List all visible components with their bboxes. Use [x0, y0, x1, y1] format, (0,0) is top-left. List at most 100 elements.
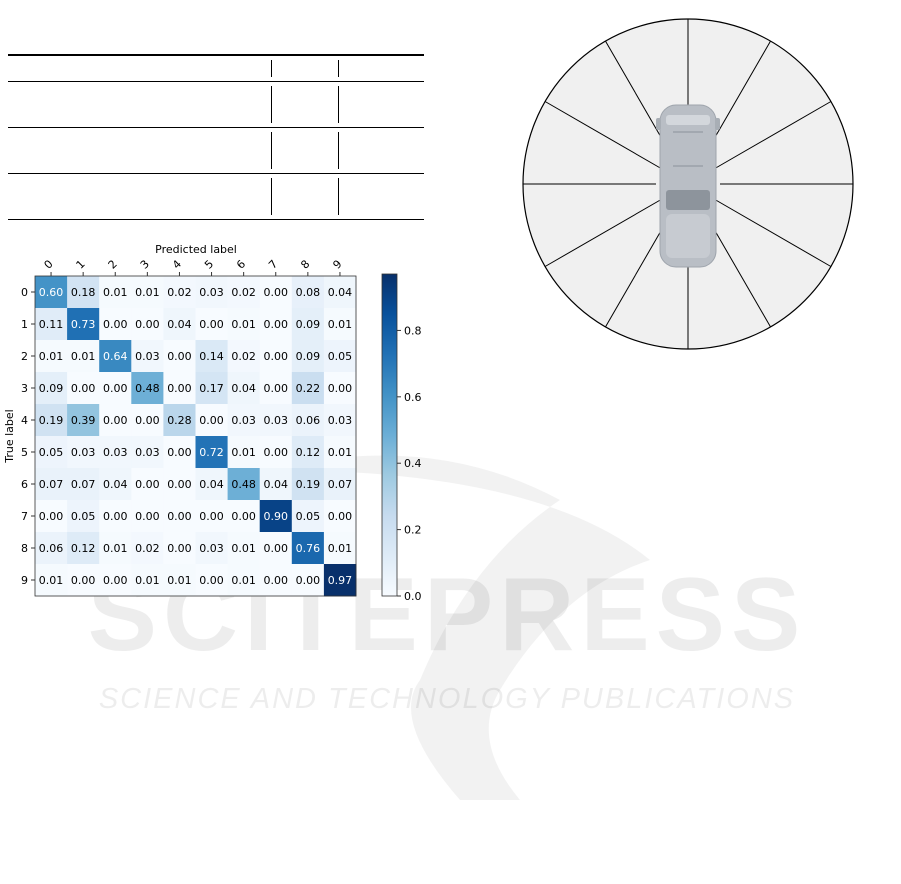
cm-cell-value: 0.05 [328, 350, 353, 363]
cm-xlabel: Predicted label [155, 243, 237, 256]
cm-cell-value: 0.00 [328, 510, 353, 523]
cm-ytick-label: 9 [21, 574, 28, 587]
cm-cell [291, 308, 325, 341]
cm-cell-value: 0.00 [167, 350, 192, 363]
cm-cell [227, 436, 261, 469]
wheel-sector-divider [715, 101, 832, 169]
cm-cell [195, 500, 228, 533]
cm-cell-value: 0.17 [199, 382, 224, 395]
cm-cell [323, 372, 357, 405]
cm-xtick-label: 4 [170, 257, 184, 271]
cm-cell [323, 532, 357, 565]
cm-cell [323, 308, 357, 341]
cm-cell-value: 0.05 [39, 446, 64, 459]
cm-cell [195, 308, 228, 341]
cm-cell-value: 0.00 [135, 414, 160, 427]
cm-ytick-label: 5 [21, 446, 28, 459]
cm-cell-value: 0.01 [71, 350, 96, 363]
cm-cell-value: 0.01 [231, 446, 256, 459]
cm-cell [35, 308, 68, 341]
cm-cell-value: 0.02 [231, 350, 256, 363]
cm-cell [291, 340, 325, 373]
cm-cell-value: 0.00 [103, 510, 128, 523]
cm-cell-value: 0.06 [296, 414, 321, 427]
cm-cell [131, 308, 164, 341]
cm-xtick-label: 0 [42, 257, 56, 271]
colorbar-tick-label: 0.0 [404, 590, 422, 603]
cm-cell-value: 0.12 [71, 542, 96, 555]
wheel-sector-divider [544, 101, 661, 169]
cm-cell [35, 372, 68, 405]
table-col-divider-1 [271, 60, 272, 77]
cm-xtick-label: 7 [266, 257, 280, 271]
cm-cell-value: 0.00 [296, 574, 321, 587]
cm-cell-value: 0.04 [167, 318, 192, 331]
cm-cell [99, 276, 132, 309]
cm-cell-value: 0.00 [328, 382, 353, 395]
cm-cell [259, 276, 293, 309]
cm-cell [259, 404, 293, 437]
cm-cell-value: 0.07 [328, 478, 353, 491]
cm-cell [67, 532, 100, 565]
cm-cell [99, 564, 132, 597]
cm-cell-value: 0.09 [296, 318, 321, 331]
cm-cell [227, 468, 261, 501]
cm-cell-value: 0.01 [135, 574, 160, 587]
cm-cell [131, 500, 164, 533]
cm-cell-value: 0.01 [39, 574, 64, 587]
cm-cell [163, 500, 196, 533]
results-table [8, 54, 424, 220]
cm-cell-value: 0.05 [296, 510, 321, 523]
colorbar-tick-group: 0.00.20.40.60.8 [397, 324, 422, 603]
cm-cell [131, 276, 164, 309]
cm-cell-value: 0.01 [328, 318, 353, 331]
cm-cell-value: 0.01 [328, 446, 353, 459]
cm-cell-value: 0.60 [39, 286, 64, 299]
cm-ytick-label: 0 [21, 286, 28, 299]
cm-cell [35, 436, 68, 469]
cm-cell-value: 0.07 [71, 478, 96, 491]
table-row-rule-2 [8, 173, 424, 174]
cm-cell [195, 340, 228, 373]
cm-cell [163, 404, 196, 437]
cm-cell-value: 0.39 [71, 414, 96, 427]
cm-cell-value: 0.90 [264, 510, 289, 523]
table-col-divider-2c [338, 132, 339, 169]
cm-cell-value: 0.03 [103, 446, 128, 459]
cm-ytick-label: 4 [21, 414, 28, 427]
cm-cell [99, 500, 132, 533]
cm-cell-value: 0.09 [39, 382, 64, 395]
cm-cell-value: 0.04 [199, 478, 224, 491]
cm-cell-value: 0.00 [71, 574, 96, 587]
cm-cell-value: 0.09 [296, 350, 321, 363]
cm-cell [323, 436, 357, 469]
watermark-tagline: SCIENCE AND TECHNOLOGY PUBLICATIONS [99, 683, 795, 715]
cm-cell-value: 0.19 [296, 478, 321, 491]
cm-cell-value: 0.00 [103, 574, 128, 587]
cm-cell [291, 564, 325, 597]
cm-cell-value: 0.04 [103, 478, 128, 491]
table-col-divider-1b [271, 86, 272, 123]
cm-cell-value: 0.01 [231, 542, 256, 555]
cm-cell [99, 404, 132, 437]
cm-cell-value: 0.02 [231, 286, 256, 299]
cm-cell [35, 532, 68, 565]
cm-cell [131, 340, 164, 373]
cm-cell [323, 564, 357, 597]
cm-cell-value: 0.00 [167, 542, 192, 555]
cm-cell-value: 0.00 [167, 382, 192, 395]
cm-cell [67, 436, 100, 469]
cm-cell-value: 0.00 [264, 286, 289, 299]
cm-cell-value: 0.00 [71, 382, 96, 395]
cm-cell-value: 0.73 [71, 318, 96, 331]
cm-cell-value: 0.04 [231, 382, 256, 395]
cm-cell-value: 0.00 [167, 510, 192, 523]
cm-cell [195, 468, 228, 501]
table-col-divider-2d [338, 178, 339, 215]
cm-cell-value: 0.04 [328, 286, 353, 299]
cm-ytick-label: 1 [21, 318, 28, 331]
cm-cell-value: 0.02 [167, 286, 192, 299]
